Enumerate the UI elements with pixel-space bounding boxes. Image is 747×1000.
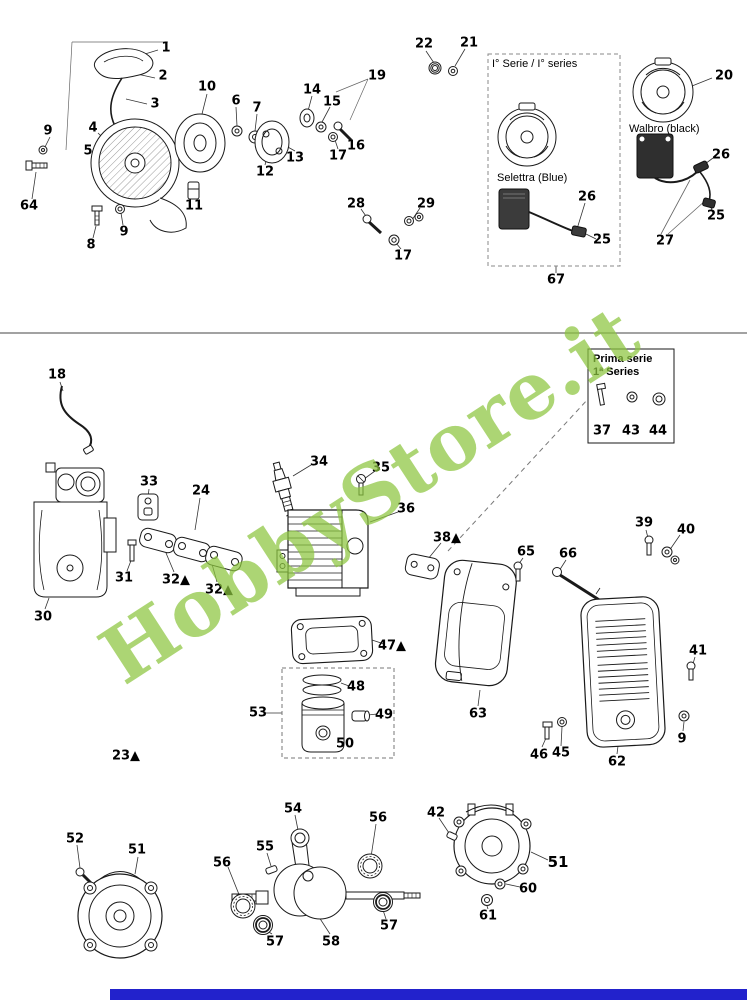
screw-37-washers-43-44 bbox=[596, 382, 666, 406]
spacer-11 bbox=[187, 181, 200, 200]
starter-handle bbox=[93, 48, 154, 133]
prima-serie-leader bbox=[447, 398, 589, 552]
bolt-66 bbox=[552, 567, 605, 605]
ignition-coil-selettra bbox=[498, 188, 587, 238]
flywheel-20 bbox=[632, 57, 694, 123]
bracket-33 bbox=[137, 493, 159, 521]
fuel-pipe-18 bbox=[59, 385, 94, 455]
washers-22-21 bbox=[428, 61, 458, 76]
piston-pin-49 bbox=[351, 710, 370, 722]
woodruff-key-55 bbox=[265, 865, 278, 875]
washer-60 bbox=[494, 878, 506, 890]
screw-28-washers-29-17 bbox=[362, 212, 424, 246]
starter-pulley bbox=[174, 113, 226, 173]
muffler-cover-62 bbox=[580, 596, 666, 748]
bearing-56-left bbox=[230, 893, 256, 919]
nut-61 bbox=[481, 894, 493, 906]
carburetor-30 bbox=[33, 462, 117, 598]
piston-rings-48 bbox=[302, 674, 342, 696]
crankshaft-58 bbox=[231, 828, 421, 920]
screws-39-40 bbox=[644, 535, 680, 565]
screw-64-washer-9 bbox=[25, 145, 48, 171]
washer-group-14-15 bbox=[299, 108, 327, 133]
muffler-63 bbox=[434, 559, 517, 687]
crankcase-left-51 bbox=[77, 871, 163, 959]
footer-bar bbox=[110, 989, 747, 1000]
piston-kit-box bbox=[281, 667, 395, 759]
ignition-coil-walbro bbox=[636, 133, 716, 209]
pawl-plate bbox=[254, 120, 290, 164]
screw-41-washer-9 bbox=[678, 661, 696, 722]
crankcase-right-51 bbox=[453, 803, 532, 885]
screw-35 bbox=[356, 474, 366, 496]
cylinder-gasket-47 bbox=[290, 615, 374, 665]
serie1-box bbox=[487, 53, 621, 267]
seal-57-left bbox=[253, 915, 273, 935]
cylinder-36 bbox=[276, 509, 369, 597]
bolt-16-17 bbox=[328, 121, 353, 142]
starter-housing bbox=[90, 118, 187, 233]
screws-46-45 bbox=[542, 717, 567, 740]
flywheel-serie1 bbox=[497, 102, 557, 167]
screw-65 bbox=[513, 561, 523, 582]
piston-50 bbox=[301, 696, 345, 753]
seal-57-right bbox=[373, 892, 393, 912]
manifold-spacers-24-32 bbox=[127, 527, 243, 572]
exhaust-gasket-38 bbox=[404, 553, 440, 580]
screw-42 bbox=[446, 831, 458, 841]
screw-8-washer-9 bbox=[91, 204, 125, 226]
spark-plug-34 bbox=[272, 461, 294, 517]
bearing-56-right bbox=[357, 853, 383, 879]
